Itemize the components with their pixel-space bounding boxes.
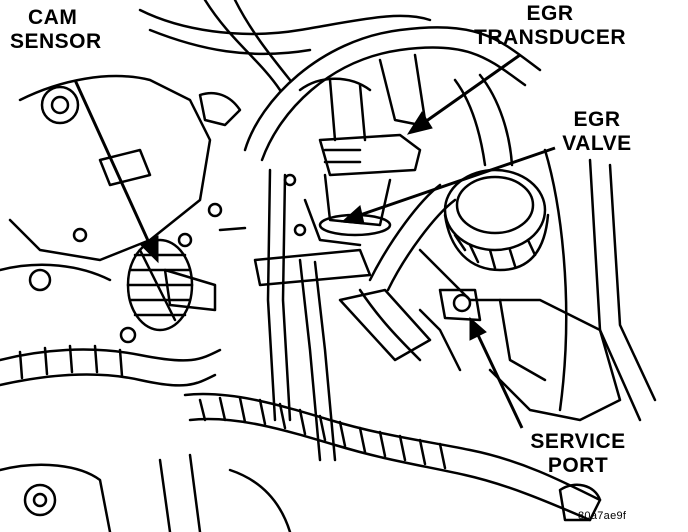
service-port-arrowhead: [469, 316, 487, 341]
cam-sensor-arrowhead: [139, 235, 159, 264]
cam-sensor-label: CAM SENSOR: [10, 6, 102, 53]
leader-arrows: [73, 53, 556, 429]
service-port-label: SERVICE PORT: [530, 430, 626, 477]
figure-reference-code: 80a7ae9f: [578, 510, 627, 522]
egr-transducer-arrowhead: [406, 111, 433, 135]
egr-valve-arrowhead: [340, 205, 365, 225]
egr-valve-label: EGR VALVE: [562, 108, 632, 155]
engine-illustration: [0, 0, 657, 532]
egr-transducer-label: EGR TRANSDUCER: [474, 2, 626, 49]
